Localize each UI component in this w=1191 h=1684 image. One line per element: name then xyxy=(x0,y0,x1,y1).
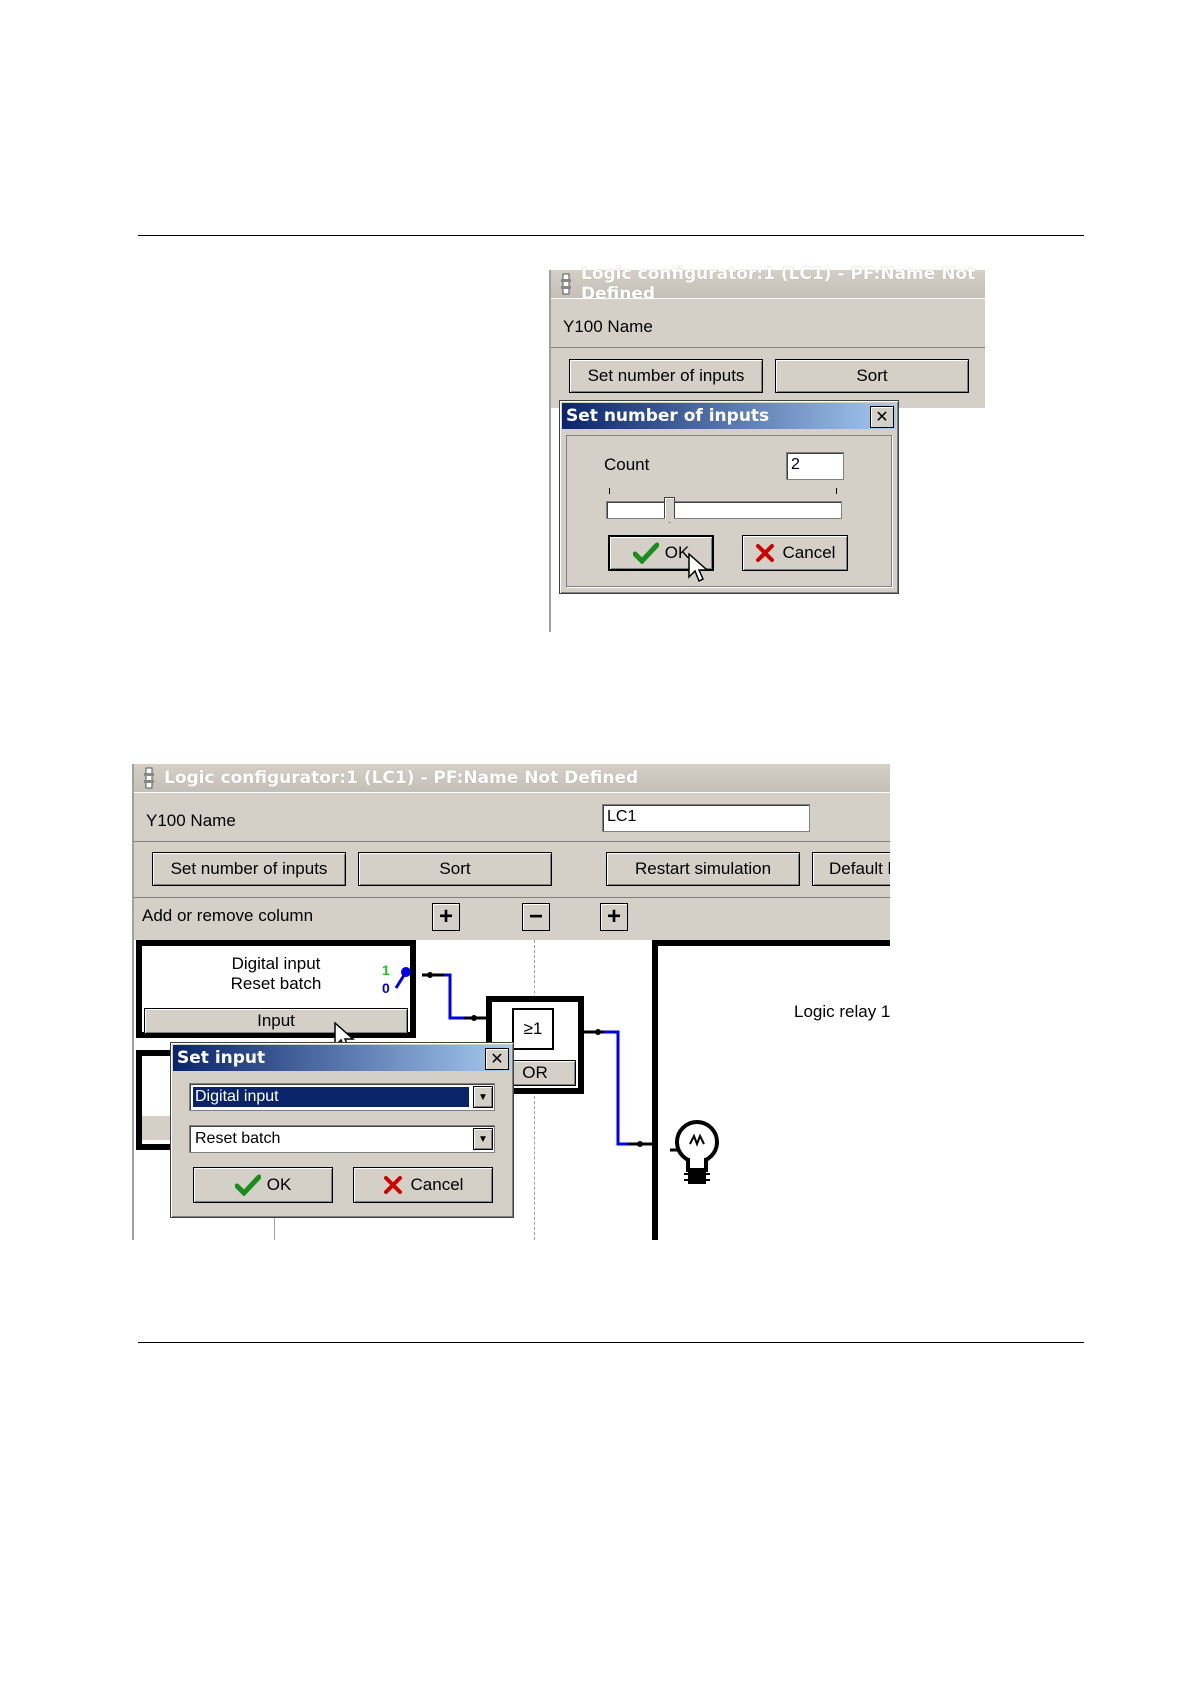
set-inputs-dialog-title: Set number of inputs xyxy=(566,406,770,426)
top-screenshot: Logic configurator:1 (LC1) - PF:Name Not… xyxy=(549,264,985,632)
ok-label: OK xyxy=(664,543,690,562)
default-layout-label: Default l xyxy=(829,859,890,878)
cancel-label: Cancel xyxy=(410,1175,464,1194)
close-icon[interactable]: ✕ xyxy=(870,406,894,428)
app-icon xyxy=(559,273,573,295)
set-number-of-inputs-button[interactable]: Set number of inputs xyxy=(152,852,346,886)
sort-button[interactable]: Sort xyxy=(775,359,969,393)
footer-rule xyxy=(138,1342,1084,1343)
ok-button[interactable]: OK xyxy=(608,535,714,571)
input-signal-select[interactable]: Reset batch ▼ xyxy=(189,1125,495,1153)
junction-dot-4 xyxy=(637,1141,643,1147)
cancel-button[interactable]: Cancel xyxy=(353,1167,493,1203)
bottom-name-label: Y100 Name xyxy=(146,811,236,830)
logic-relay-label: Logic relay 1 xyxy=(794,1002,890,1021)
checkmark-icon xyxy=(234,1174,261,1196)
checkmark-icon xyxy=(632,542,659,564)
bottom-left-edge xyxy=(132,764,134,1240)
cancel-label: Cancel xyxy=(782,543,836,562)
state-low-label: 0 xyxy=(382,980,390,996)
count-input[interactable]: 2 xyxy=(786,452,844,480)
close-icon[interactable]: ✕ xyxy=(485,1048,509,1070)
cancel-x-icon xyxy=(383,1175,403,1195)
switch-icon xyxy=(394,964,412,995)
wire-input-to-or xyxy=(422,973,484,1020)
count-label: Count xyxy=(604,455,650,474)
bottom-window-title: Logic configurator:1 (LC1) - PF:Name Not… xyxy=(164,768,639,788)
wire-or-to-relay xyxy=(582,1030,654,1146)
top-divider xyxy=(551,347,985,348)
set-inputs-dialog-titlebar[interactable]: Set number of inputs xyxy=(562,403,896,429)
lightbulb-icon xyxy=(670,1118,724,1195)
junction-dot-2 xyxy=(471,1015,477,1021)
default-layout-button[interactable]: Default l xyxy=(812,852,890,886)
set-input-dialog-titlebar[interactable]: Set input xyxy=(173,1045,511,1071)
chevron-down-icon[interactable]: ▼ xyxy=(473,1128,493,1150)
mouse-cursor-icon xyxy=(688,552,710,585)
or-gate-symbol: ≥1 xyxy=(523,1019,543,1038)
input-type-selected: Digital input xyxy=(192,1086,470,1108)
toolbar-divider-2 xyxy=(134,897,890,898)
slider-tick-max xyxy=(836,488,837,494)
ok-button[interactable]: OK xyxy=(193,1167,333,1203)
set-inputs-group-frame xyxy=(566,435,892,587)
top-window-body: Y100 Name Set number of inputs Sort xyxy=(551,298,985,408)
column-divider-2 xyxy=(274,1210,275,1240)
header-rule xyxy=(138,235,1084,236)
add-remove-column-label: Add or remove column xyxy=(142,906,314,925)
restart-simulation-button[interactable]: Restart simulation xyxy=(606,852,800,886)
count-slider-thumb[interactable] xyxy=(664,497,675,523)
slider-tick-min xyxy=(609,488,610,494)
set-input-dialog-title: Set input xyxy=(177,1048,266,1068)
top-window-titlebar[interactable]: Logic configurator:1 (LC1) - PF:Name Not… xyxy=(551,264,985,304)
set-input-dialog: Set input ✕ Digital input ▼ Reset batch … xyxy=(170,1042,514,1218)
wire-layer xyxy=(422,972,654,1147)
input-type-select[interactable]: Digital input ▼ xyxy=(189,1083,495,1111)
toolbar-divider-1 xyxy=(134,841,890,842)
name-input[interactable]: LC1 xyxy=(602,804,810,832)
remove-column-minus-icon[interactable]: − xyxy=(522,903,550,931)
add-column-plus-icon-2[interactable]: + xyxy=(600,903,628,931)
cancel-x-icon xyxy=(755,543,775,563)
app-icon xyxy=(142,767,156,789)
chevron-down-icon[interactable]: ▼ xyxy=(473,1086,493,1108)
add-column-plus-icon[interactable]: + xyxy=(432,903,460,931)
state-high-label: 1 xyxy=(382,962,390,978)
ok-label: OK xyxy=(266,1175,292,1194)
bottom-window-titlebar[interactable]: Logic configurator:1 (LC1) - PF:Name Not… xyxy=(134,764,890,792)
input-signal-name: Reset batch xyxy=(230,974,322,993)
input-button[interactable]: Input xyxy=(144,1008,408,1034)
top-left-edge xyxy=(549,270,551,632)
top-name-label: Y100 Name xyxy=(563,317,653,336)
bottom-screenshot: Logic configurator:1 (LC1) - PF:Name Not… xyxy=(132,764,890,1240)
input-source-type: Digital input xyxy=(231,954,321,973)
sort-button[interactable]: Sort xyxy=(358,852,552,886)
logic-relay-block[interactable]: Logic relay 1 xyxy=(652,940,890,1240)
or-gate-symbol-box: ≥1 xyxy=(512,1008,554,1050)
count-slider-track[interactable] xyxy=(606,501,842,519)
junction-dot-3 xyxy=(595,1029,601,1035)
set-number-of-inputs-button[interactable]: Set number of inputs xyxy=(569,359,763,393)
bottom-window-toolbar: Y100 Name LC1 Set number of inputs Sort … xyxy=(134,792,890,940)
junction-dot-1 xyxy=(427,972,433,978)
input-signal-selected: Reset batch xyxy=(195,1130,281,1147)
set-number-of-inputs-dialog: Set number of inputs ✕ Count 2 OK Cancel xyxy=(559,400,899,594)
input-block[interactable]: Digital input Reset batch 1 0 Input xyxy=(136,940,416,1038)
cancel-button[interactable]: Cancel xyxy=(742,535,848,571)
